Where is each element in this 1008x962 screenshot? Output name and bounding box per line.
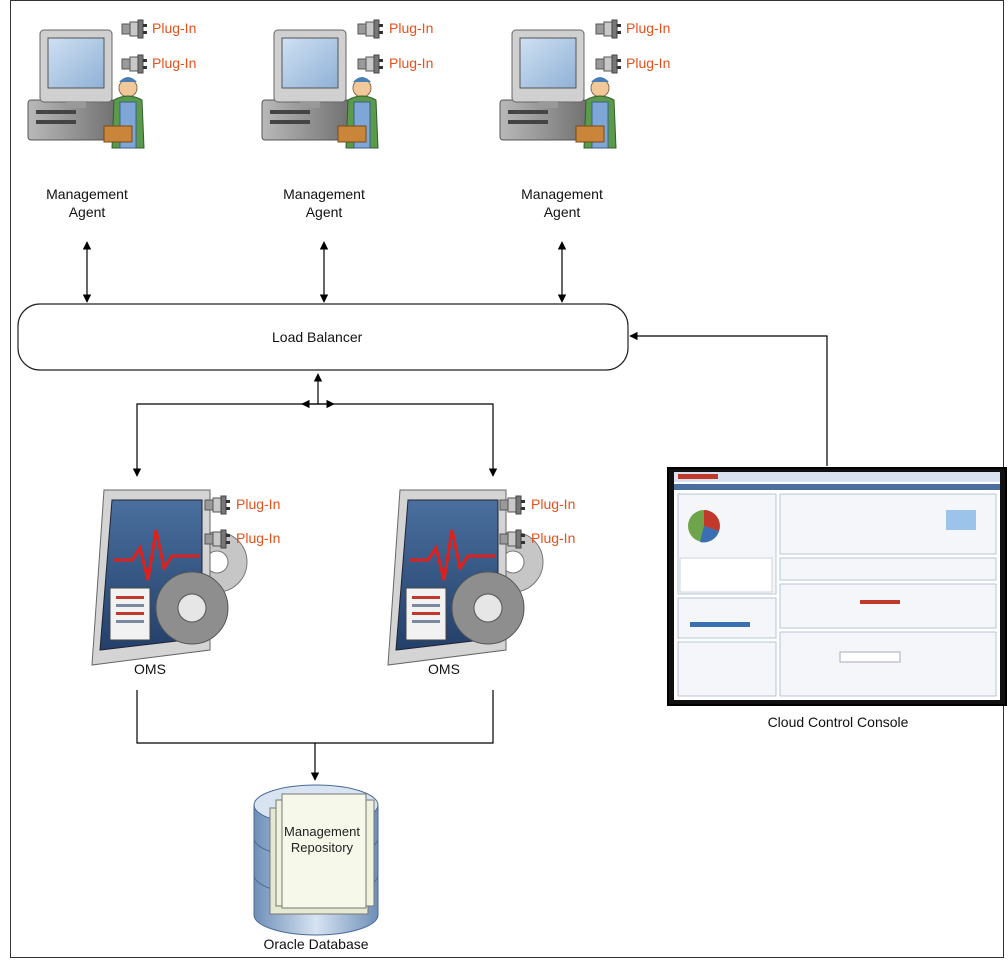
plugin-label: Plug-In <box>626 55 671 71</box>
plugin-label: Plug-In <box>152 20 197 36</box>
plugin-label: Plug-In <box>389 20 434 36</box>
plugin-icon <box>595 54 622 74</box>
lb-oms-connector-left <box>132 403 318 477</box>
agent-computer-icon-2 <box>261 29 379 149</box>
repository-label-line2: Repository <box>290 840 354 855</box>
plugin-label: Plug-In <box>626 20 671 36</box>
console-lb-connector <box>629 331 828 466</box>
oms-label-2: OMS <box>428 661 460 677</box>
plugin-label: Plug-In <box>531 496 576 512</box>
oms-label-1: OMS <box>134 661 166 677</box>
agent-label-line2: Agent <box>68 204 106 220</box>
plugin-label: Plug-In <box>531 530 576 546</box>
repository-label: Management Repository <box>272 824 372 856</box>
oracle-database-label: Oracle Database <box>263 936 369 952</box>
agent-computer-icon-1 <box>27 29 145 149</box>
agent-computer-icon-3 <box>499 29 617 149</box>
agent-label-2: Management Agent <box>264 185 384 221</box>
plugin-label: Plug-In <box>236 496 281 512</box>
load-balancer-label: Load Balancer <box>272 329 363 345</box>
load-balancer-box <box>17 303 629 371</box>
plugin-label: Plug-In <box>389 55 434 71</box>
oracle-database-icon <box>253 784 379 936</box>
agent-label-line2: Agent <box>543 204 581 220</box>
agent-label-line1: Management <box>521 186 603 202</box>
plugin-icon <box>121 54 148 74</box>
plugin-icon <box>595 19 622 39</box>
plugin-icon <box>357 54 384 74</box>
oms-server-icon-1 <box>90 488 249 667</box>
console-label: Cloud Control Console <box>767 714 909 730</box>
plugin-icon <box>121 19 148 39</box>
lb-oms-connector-right <box>318 403 498 477</box>
oms-db-connector <box>136 690 494 744</box>
plugin-label: Plug-In <box>152 55 197 71</box>
repository-label-line1: Management <box>284 824 360 839</box>
agent-label-line2: Agent <box>305 204 343 220</box>
agent-label-3: Management Agent <box>502 185 622 221</box>
plugin-icon <box>357 19 384 39</box>
cloud-control-console-screenshot <box>667 467 1007 706</box>
agent-label-line1: Management <box>283 186 365 202</box>
agent-label-1: Management Agent <box>27 185 147 221</box>
plugin-label: Plug-In <box>236 530 281 546</box>
oms-server-icon-2 <box>386 488 545 667</box>
agent-label-line1: Management <box>46 186 128 202</box>
